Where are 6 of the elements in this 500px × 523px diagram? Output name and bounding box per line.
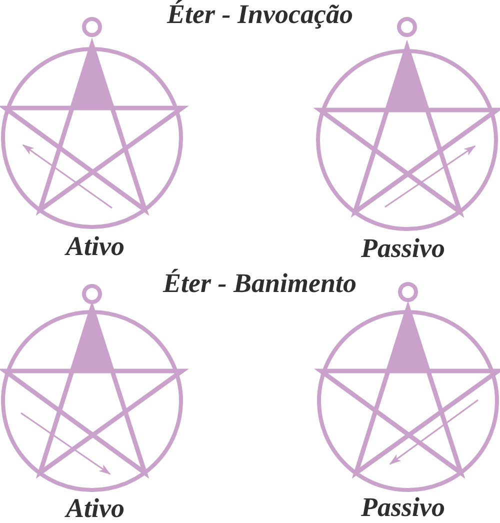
section-heading: Éter - Invocação [167, 1, 353, 28]
caption-label: Passivo [361, 235, 445, 262]
caption-label: Passivo [361, 494, 445, 521]
section-heading: Éter - Banimento [163, 270, 357, 297]
caption-label: Ativo [66, 233, 124, 260]
caption-label: Ativo [66, 495, 124, 522]
